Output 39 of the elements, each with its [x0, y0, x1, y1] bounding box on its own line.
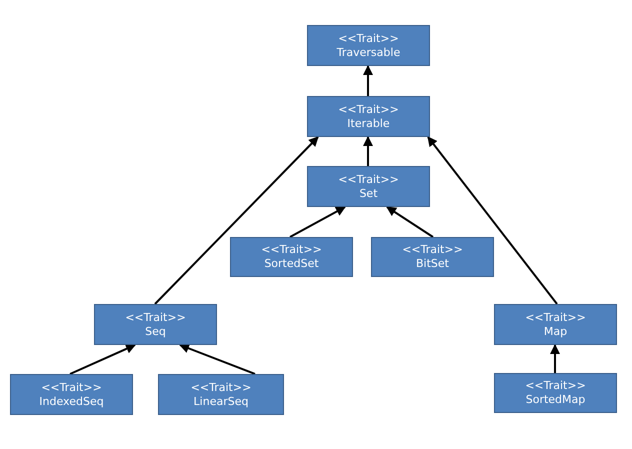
trait-name: LinearSeq [194, 394, 248, 408]
stereotype-label: <<Trait>> [525, 310, 586, 324]
arrow [386, 206, 434, 238]
arrow [290, 206, 346, 238]
trait-box [230, 237, 353, 277]
stereotype-label: <<Trait>> [190, 380, 252, 394]
arrow [363, 65, 373, 96]
trait-box [307, 96, 430, 137]
stereotype-label: <<Trait>> [338, 32, 399, 46]
stereotype-label: <<Trait>> [41, 380, 102, 394]
arrow [154, 136, 319, 305]
arrow [70, 344, 136, 375]
stereotype-label: <<Trait>> [402, 243, 463, 257]
trait-name: SortedMap [526, 393, 586, 407]
trait-name: IndexedSeq [39, 394, 104, 408]
trait-name: Seq [145, 324, 166, 338]
arrow [550, 344, 560, 373]
stereotype-label: <<Trait>> [338, 102, 399, 116]
arrow [427, 136, 558, 305]
trait-box [94, 304, 217, 345]
trait-box [307, 166, 430, 207]
arrow [179, 344, 256, 375]
trait-name: SortedSet [264, 257, 319, 271]
trait-box [158, 374, 284, 415]
trait-box [10, 374, 133, 415]
stereotype-label: <<Trait>> [125, 310, 186, 324]
trait-box [371, 237, 494, 277]
arrow [363, 136, 373, 166]
trait-name: Iterable [347, 116, 390, 130]
stereotype-label: <<Trait>> [525, 379, 586, 393]
trait-name: Traversable [336, 46, 400, 60]
trait-box [494, 373, 617, 413]
trait-box [307, 25, 430, 66]
trait-name: Map [544, 324, 568, 338]
trait-name: BitSet [416, 257, 449, 271]
trait-box [494, 304, 617, 345]
stereotype-label: <<Trait>> [261, 243, 322, 257]
stereotype-label: <<Trait>> [338, 172, 399, 186]
trait-name: Set [359, 186, 378, 200]
